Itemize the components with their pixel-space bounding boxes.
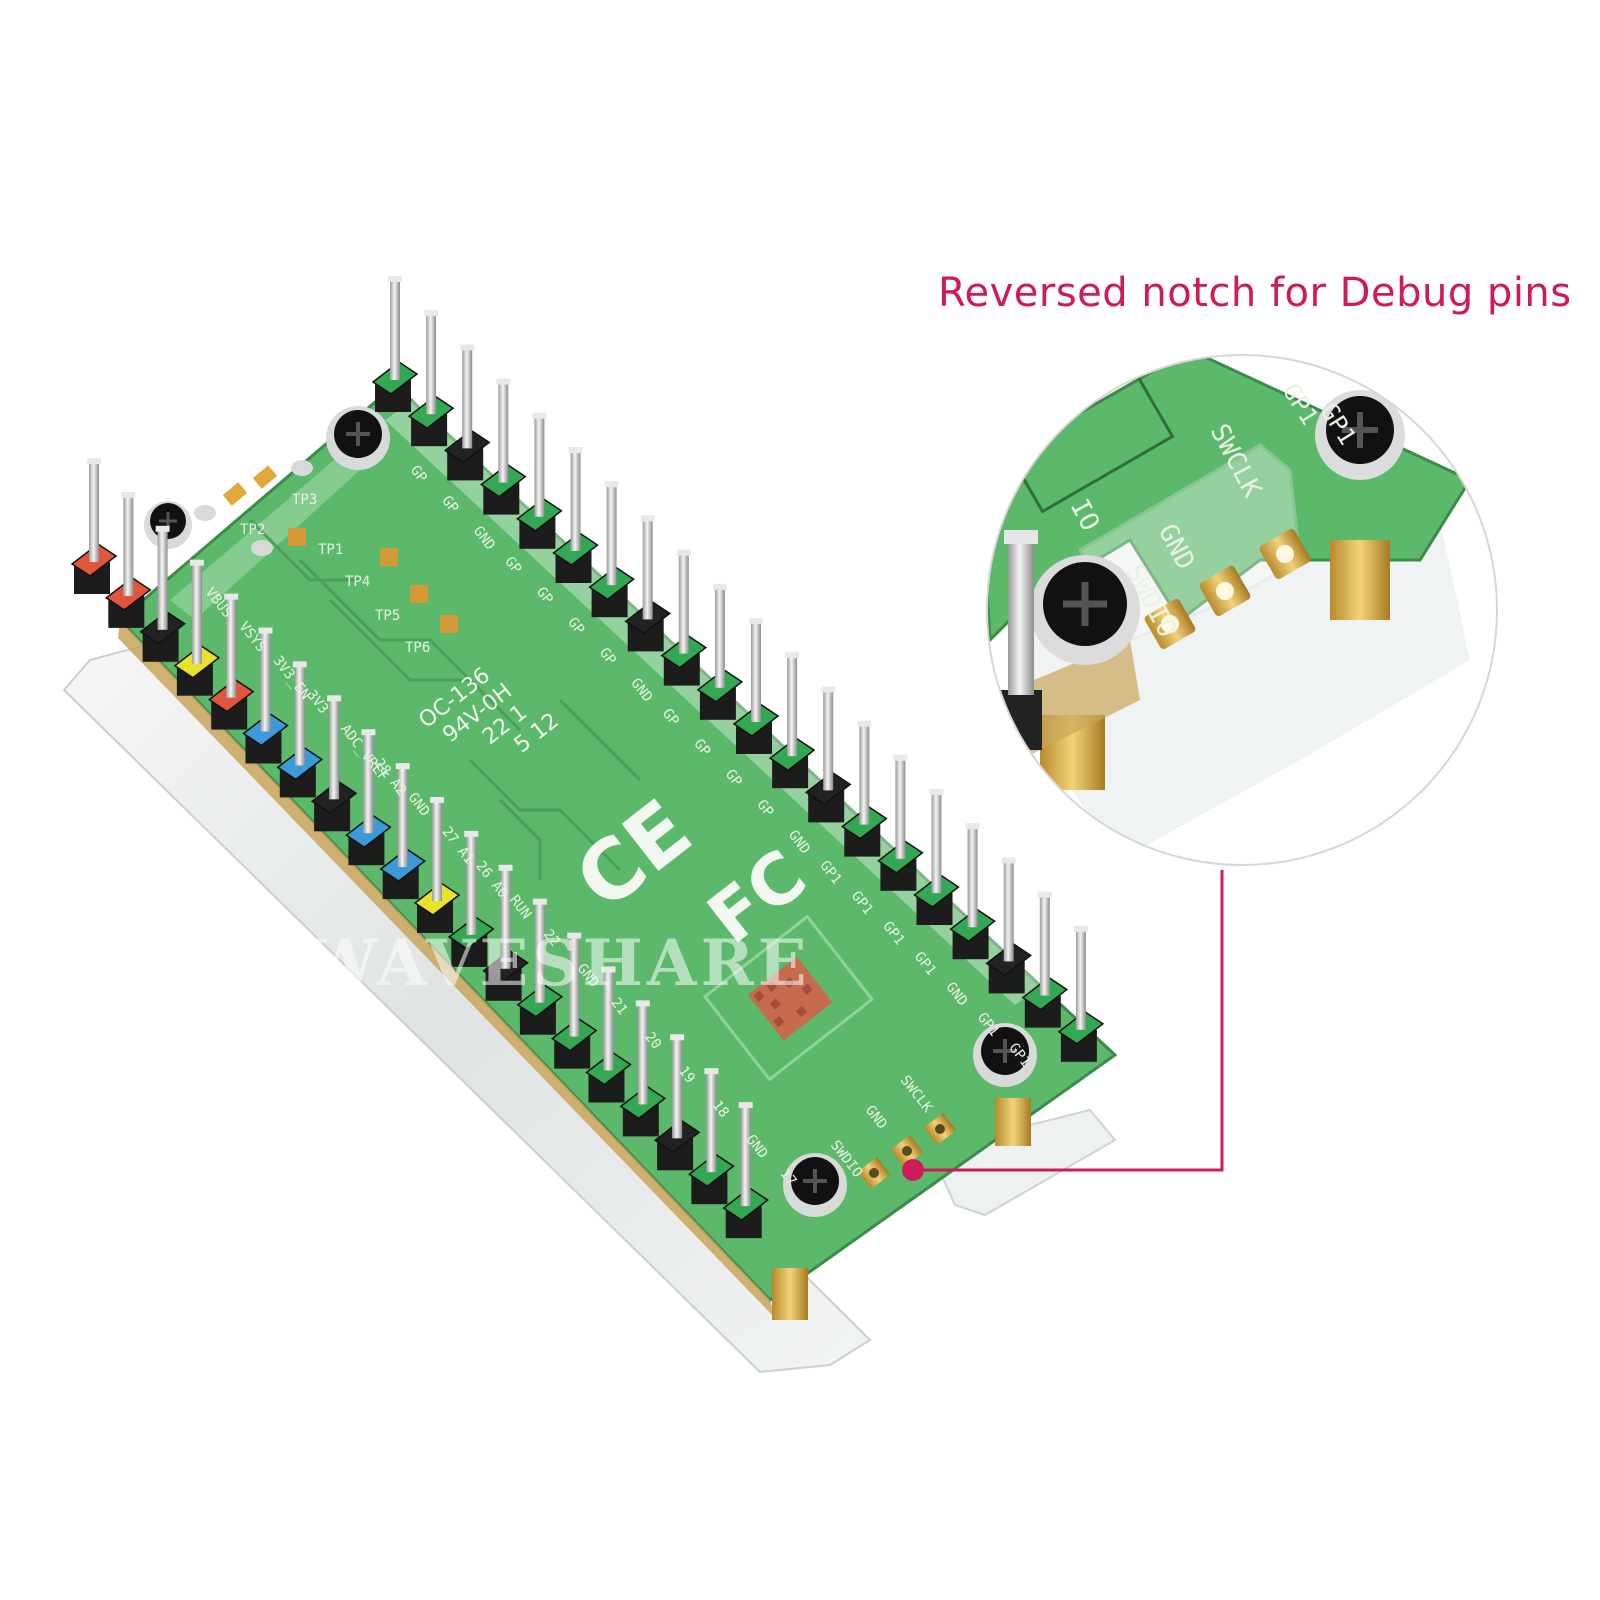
pcb-traces [248,518,642,880]
test-points [194,460,458,633]
right-header-pin [516,412,563,549]
right-header-pin [696,583,744,720]
screw-top-left [144,501,192,549]
right-header-pin [804,686,852,823]
datamatrix-code [702,914,875,1082]
screw-bottom-right [973,1023,1037,1087]
right-header-pin [588,481,635,618]
left-header-pin [173,559,221,696]
left-header-pin [482,864,529,1001]
left-header-pin [276,661,324,798]
tp1-label: TP1 [318,542,343,558]
right-header-pin [985,857,1032,994]
right-header-pin [913,789,960,925]
tp3-label: TP3 [292,492,317,508]
right-header-pin [480,378,527,515]
left-header-pin [722,1102,769,1239]
right-header-pin [660,549,708,686]
zoom-inset: GP1 GP1 SWCLK GND SWDIO IO [986,354,1498,866]
left-header-pin [550,932,598,1069]
acrylic-top-frame-left [170,455,360,620]
left-header-pin [653,1034,701,1171]
left-header-pin [105,491,152,628]
watermark: WAVESHARE [304,926,811,1001]
tp2-label: TP2 [240,522,265,538]
right-header-pin [407,310,455,447]
left-header-pin [345,729,392,866]
callout-connector [902,870,1224,1181]
right-header-pin [624,515,671,652]
left-header-pin [619,1000,667,1137]
callout-title: Reversed notch for Debug pins [938,270,1572,316]
left-header-pin [70,458,118,594]
acrylic-right-piece [928,1108,1117,1217]
left-header-pin [688,1068,735,1205]
right-header-pin [768,652,816,789]
right-header-pin [841,720,888,857]
left-header-pin [139,525,186,662]
left-header-pin [242,627,289,764]
screw-bottom-left [783,1153,847,1217]
left-header-pin [413,797,461,933]
left-pin-header [70,458,769,1239]
pico-board: TP2 TP3 TP1 TP4 TP5 TP6 OC-136 94V-0H 22… [62,276,1118,1374]
right-header-pin [443,344,491,481]
right-pin-header [371,276,1105,1062]
right-header-pin [1021,891,1069,1028]
debug-pads [857,1112,957,1190]
right-header-pin [949,823,996,960]
left-header-pin [207,593,255,730]
left-header-pin [448,830,495,967]
left-header-pin [379,763,426,900]
tp4-label: TP4 [345,574,370,590]
right-header-pin [877,754,924,891]
tp6-label: TP6 [405,640,430,656]
left-header-pin [585,966,632,1103]
right-header-pin [732,618,780,754]
standoff-left [772,1268,808,1320]
standoff-right [995,1098,1031,1146]
tp5-label: TP5 [375,608,400,624]
right-header-pin [1057,925,1105,1062]
right-header-pin [552,447,599,583]
left-header-pin [516,898,564,1035]
right-header-pin [371,276,419,412]
screw-top-center [326,406,390,470]
left-header-pin [310,695,358,832]
